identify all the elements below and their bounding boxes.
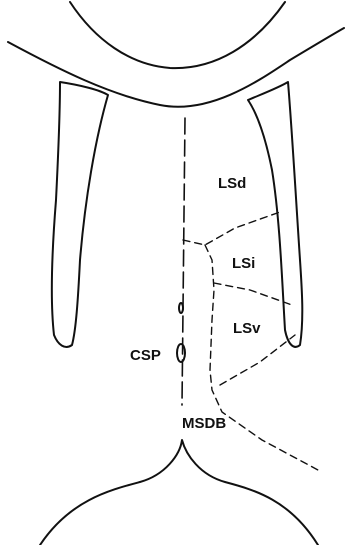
boundary-lsd-lsi bbox=[183, 212, 280, 245]
label-lsi: LSi bbox=[232, 255, 255, 272]
label-lsd: LSd bbox=[218, 175, 246, 192]
bottom-outline bbox=[40, 440, 318, 545]
boundary-lsi-lsv bbox=[214, 283, 292, 305]
boundary-lsv-ventral bbox=[220, 335, 295, 385]
label-lsv: LSv bbox=[233, 320, 261, 337]
left-lateral-ventricle bbox=[52, 82, 108, 347]
csp-cavity-small bbox=[179, 303, 183, 313]
csp-cavity bbox=[177, 344, 185, 362]
corpus-callosum-inner bbox=[70, 2, 285, 68]
label-msdb: MSDB bbox=[182, 415, 226, 432]
label-csp: CSP bbox=[130, 347, 161, 364]
